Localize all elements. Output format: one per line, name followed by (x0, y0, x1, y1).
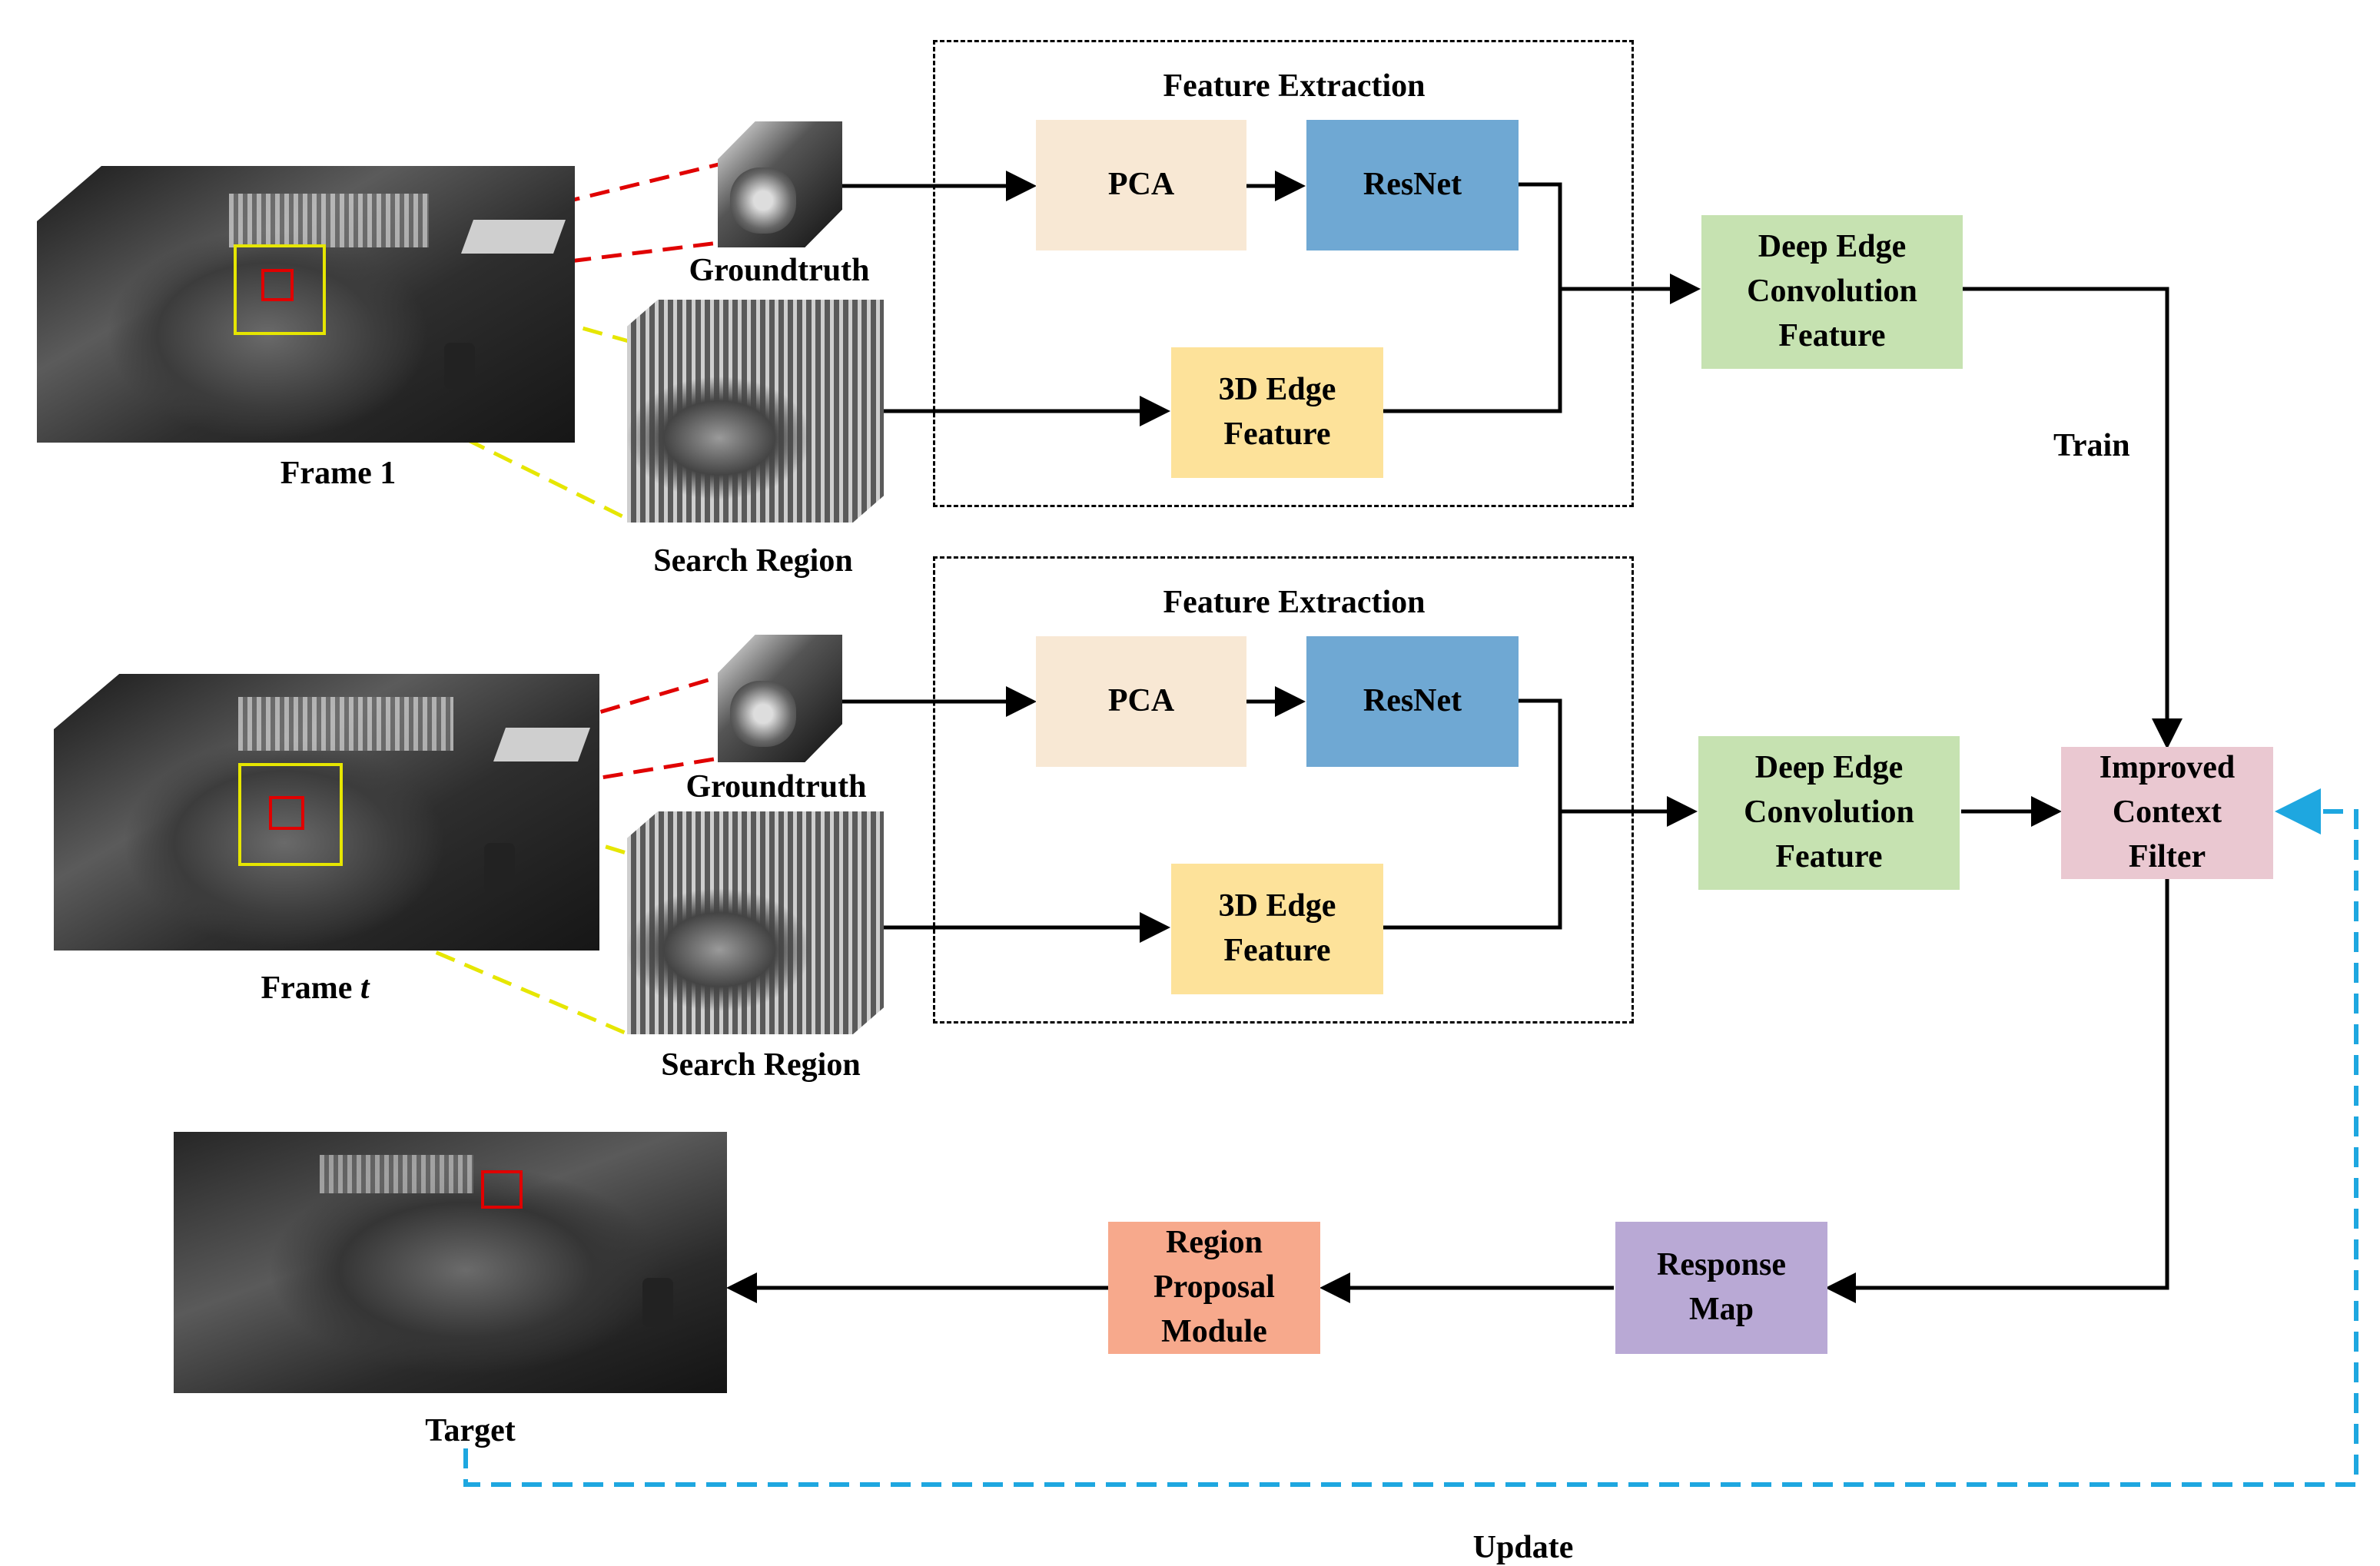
groundtruth-label-1: Groundtruth (689, 253, 870, 288)
frame1-label: Frame 1 (280, 456, 397, 491)
search-region-label-1: Search Region (653, 543, 853, 579)
groundtruth-stack-2 (718, 635, 842, 762)
update-loop (463, 788, 2358, 1487)
target-label: Target (425, 1413, 516, 1448)
frame1-image (37, 166, 575, 443)
frame-t-image (54, 674, 599, 951)
frame1-roi-box (261, 269, 294, 301)
feature-extraction-group-2 (933, 556, 1634, 1024)
feature-extraction-group-1 (933, 40, 1634, 507)
frame-t-search-box (238, 763, 343, 866)
frame1-search-box (234, 244, 326, 335)
resnet-box-1: ResNet (1306, 120, 1519, 250)
feature-extraction-title-2: Feature Extraction (1163, 585, 1426, 620)
arrows-branch2 (842, 686, 2062, 943)
frame-t-variable: t (360, 970, 370, 1006)
search-region-stack-2 (627, 811, 884, 1034)
target-roi-box (481, 1170, 523, 1209)
frame-t-roi-box (269, 796, 304, 830)
search-region-stack-1 (627, 300, 884, 523)
groundtruth-label-2: Groundtruth (685, 769, 867, 805)
resnet-box-2: ResNet (1306, 636, 1519, 767)
frame-t-label: Frame t (261, 970, 370, 1006)
search-region-label-2: Search Region (661, 1047, 861, 1083)
train-label: Train (2053, 428, 2130, 463)
pca-box-2: PCA (1036, 636, 1246, 767)
arrows-output (726, 879, 2169, 1303)
groundtruth-stack-1 (718, 121, 842, 247)
update-label: Update (1472, 1530, 1574, 1565)
feature-extraction-title-1: Feature Extraction (1163, 68, 1426, 104)
arrows-branch1 (842, 171, 2182, 749)
pca-box-1: PCA (1036, 120, 1246, 250)
target-image (174, 1132, 727, 1393)
